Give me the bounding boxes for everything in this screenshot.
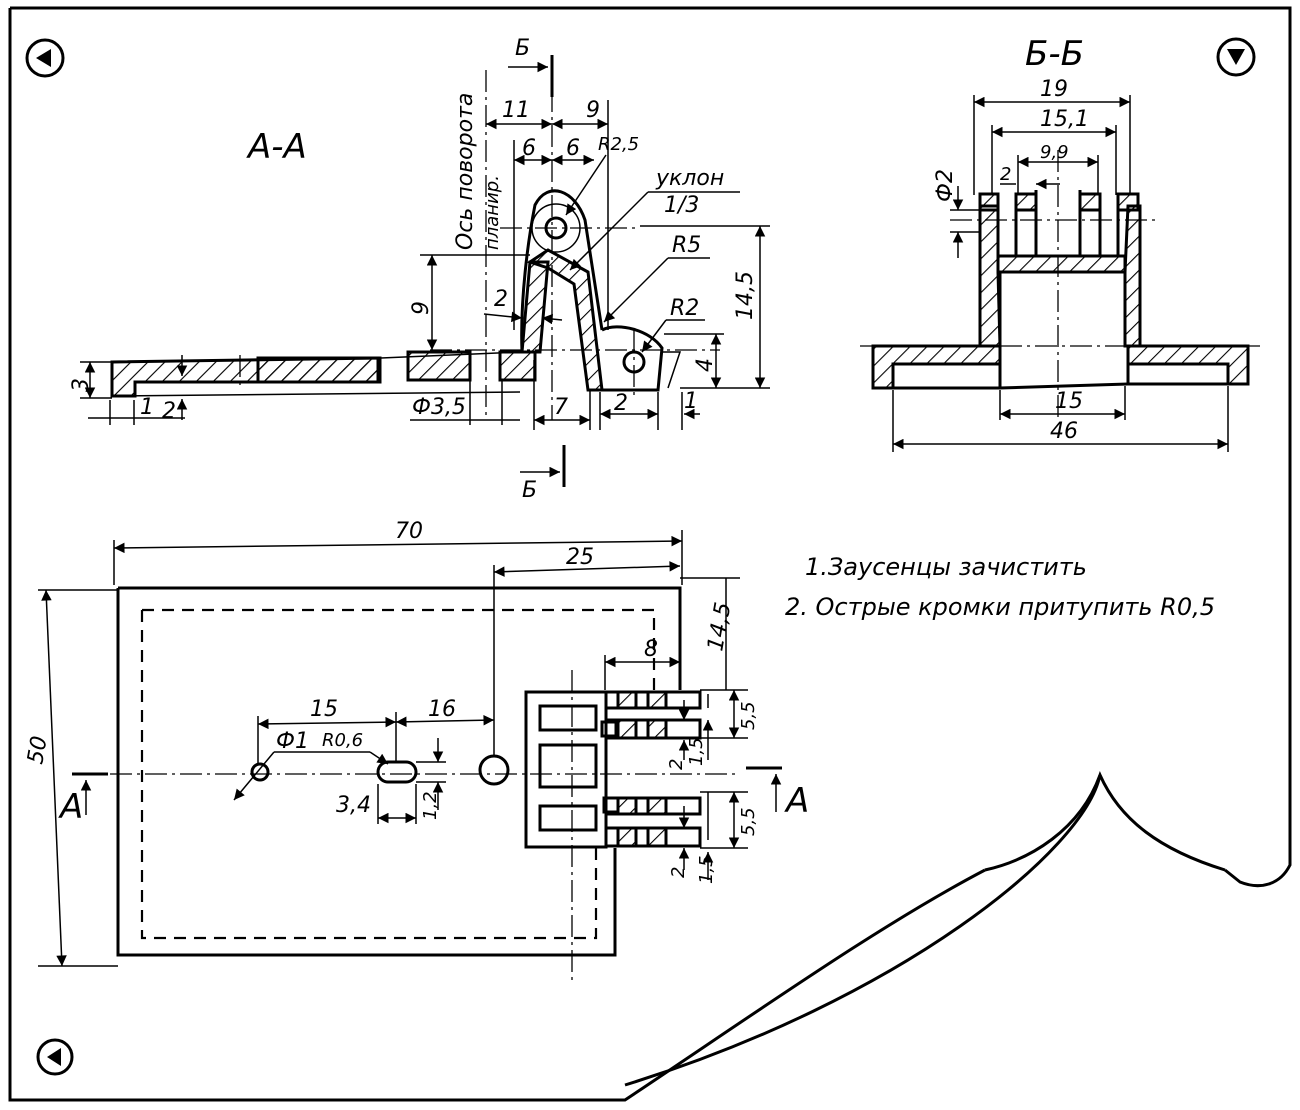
triangle-left-icon — [47, 1048, 61, 1066]
svg-text:5,5: 5,5 — [738, 807, 759, 836]
svg-text:14,5: 14,5 — [733, 271, 758, 320]
svg-text:14,5: 14,5 — [703, 600, 736, 653]
svg-text:9: 9 — [586, 98, 600, 123]
svg-text:9,9: 9,9 — [1040, 142, 1069, 163]
svg-text:R5: R5 — [672, 233, 701, 258]
svg-text:Ф3,5: Ф3,5 — [412, 395, 466, 420]
svg-text:1/3: 1/3 — [664, 193, 699, 218]
svg-text:1,5: 1,5 — [686, 737, 707, 766]
section-bb-title: Б-Б — [1025, 34, 1084, 74]
svg-text:Ось поворота: Ось поворота — [453, 93, 478, 250]
svg-text:1: 1 — [684, 389, 698, 414]
section-bb: Б-Б 19 15,1 — [860, 34, 1260, 452]
svg-text:Ф2: Ф2 — [933, 169, 958, 202]
sheet-border — [8, 6, 1292, 1102]
svg-text:2: 2 — [162, 399, 176, 424]
svg-text:2: 2 — [1000, 164, 1011, 185]
corner-button-top-right[interactable] — [1216, 37, 1256, 77]
svg-text:R2,5: R2,5 — [598, 134, 639, 155]
section-aa-title: А-А — [246, 127, 307, 167]
svg-text:9: 9 — [409, 301, 434, 315]
svg-text:19: 19 — [1040, 77, 1068, 102]
svg-text:3: 3 — [69, 378, 94, 392]
corner-button-bottom-left[interactable] — [36, 1038, 74, 1076]
svg-text:2: 2 — [668, 867, 689, 878]
svg-text:1,5: 1,5 — [696, 855, 717, 884]
triangle-left-icon — [36, 49, 51, 67]
svg-text:А: А — [784, 781, 809, 821]
svg-text:1,2: 1,2 — [420, 791, 441, 820]
section-aa: А-А Б Б Ось поворота планир. — [69, 36, 770, 503]
svg-text:15,1: 15,1 — [1040, 107, 1089, 132]
plan-view: А А 70 25 14,5 8 50 15 16 Ф1 R0,6 3 — [23, 519, 809, 985]
svg-text:6: 6 — [566, 136, 580, 161]
svg-text:7: 7 — [554, 395, 568, 420]
svg-text:15: 15 — [310, 697, 338, 722]
note-2: 2. Острые кромки притупить R0,5 — [785, 593, 1215, 621]
technical-notes: 1.Заусенцы зачистить 2. Острые кромки пр… — [785, 553, 1215, 621]
triangle-down-icon — [1227, 49, 1245, 65]
note-1: 1.Заусенцы зачистить — [805, 553, 1087, 581]
svg-text:Б: Б — [522, 478, 537, 503]
svg-text:8: 8 — [644, 637, 658, 662]
svg-text:50: 50 — [23, 734, 52, 766]
svg-text:15: 15 — [1055, 389, 1083, 414]
svg-text:46: 46 — [1050, 419, 1078, 444]
svg-text:Б: Б — [515, 36, 530, 61]
svg-text:2: 2 — [614, 391, 628, 416]
svg-text:70: 70 — [395, 519, 423, 544]
svg-text:Ф1: Ф1 — [276, 729, 309, 754]
svg-text:5,5: 5,5 — [738, 701, 759, 730]
svg-text:3,4: 3,4 — [336, 793, 371, 818]
svg-text:16: 16 — [428, 697, 456, 722]
svg-text:R2: R2 — [670, 296, 699, 321]
svg-text:6: 6 — [522, 136, 536, 161]
svg-text:4: 4 — [693, 358, 718, 372]
svg-text:2: 2 — [666, 759, 687, 770]
svg-text:планир.: планир. — [482, 175, 503, 250]
svg-text:25: 25 — [566, 545, 594, 570]
svg-text:уклон: уклон — [655, 166, 724, 191]
corner-button-top-left[interactable] — [25, 38, 65, 78]
svg-text:2: 2 — [494, 287, 508, 312]
svg-text:А: А — [58, 787, 83, 827]
svg-text:1: 1 — [140, 395, 154, 420]
svg-text:11: 11 — [502, 98, 530, 123]
svg-text:R0,6: R0,6 — [322, 730, 363, 751]
